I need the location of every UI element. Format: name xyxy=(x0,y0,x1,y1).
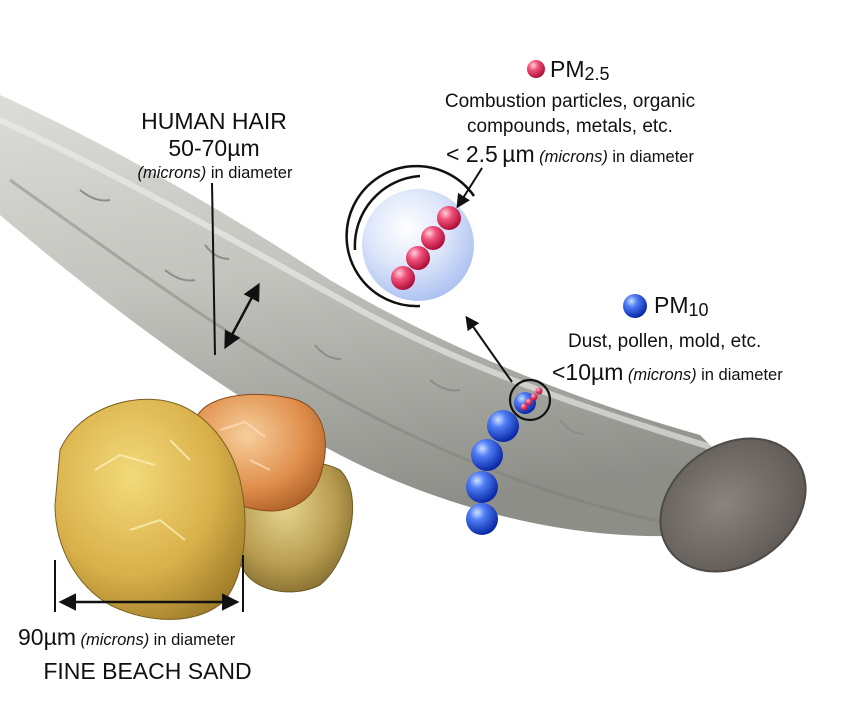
pm25-description-line1: Combustion particles, organic xyxy=(444,91,696,112)
pm25-particle xyxy=(406,246,430,270)
hair-title: HUMAN HAIR xyxy=(141,108,287,134)
zoom-arrow xyxy=(465,315,513,383)
magnifier-small xyxy=(508,378,552,422)
pm25-particle xyxy=(421,226,445,250)
human-hair-strand xyxy=(0,95,807,573)
pm25-pointer-arrow xyxy=(456,167,483,209)
sand-grains xyxy=(54,393,354,620)
pm10-particle xyxy=(466,471,498,503)
pm25-particle xyxy=(437,206,461,230)
pm25-description-line2: compounds, metals, etc. xyxy=(467,116,673,137)
pm10-size: <10µm (microns) in diameter xyxy=(552,359,783,385)
pm10-particle-chain xyxy=(466,410,519,535)
hair-diameter-indicator xyxy=(211,182,260,356)
hair-size: 50-70µm xyxy=(168,135,260,161)
pm25-title: PM2.5 xyxy=(550,56,610,84)
pm10-legend-dot xyxy=(623,294,647,318)
hair-size-note: (microns) in diameter xyxy=(137,164,293,182)
pm25-particle xyxy=(391,266,415,290)
pm10-particle xyxy=(471,439,503,471)
sand-title: FINE BEACH SAND xyxy=(43,658,252,684)
magnifier-large xyxy=(345,164,476,308)
pm10-particle xyxy=(487,410,519,442)
pm10-particle xyxy=(466,503,498,535)
pm10-description: Dust, pollen, mold, etc. xyxy=(568,331,762,352)
sand-size: 90µm (microns) in diameter xyxy=(18,624,236,650)
pm10-title: PM10 xyxy=(654,292,709,320)
pm25-legend-dot xyxy=(527,60,545,78)
pm10-particle-magnified xyxy=(362,189,474,301)
sand-diameter-indicator xyxy=(54,555,244,612)
pm25-size: < 2.5 µm (microns) in diameter xyxy=(446,141,694,167)
